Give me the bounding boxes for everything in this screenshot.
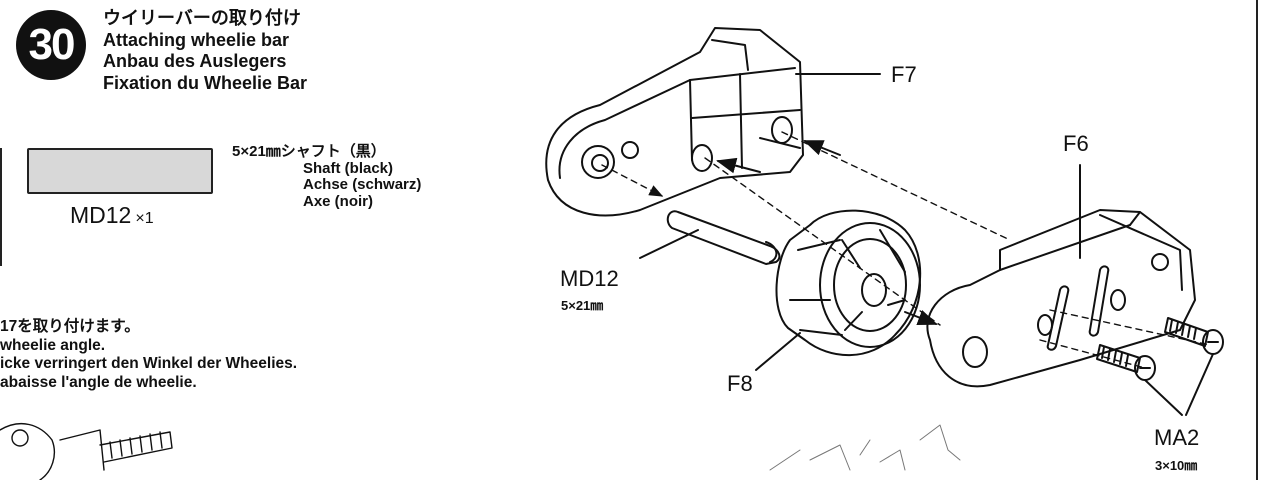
label-f7: F7 xyxy=(891,62,917,87)
f7-bracket-part xyxy=(545,27,804,217)
f8-wheel-part xyxy=(775,209,922,357)
part-name-german: Achse (schwarz) xyxy=(303,176,422,193)
md12-leader-line xyxy=(639,229,699,259)
shaft-part-illustration xyxy=(27,148,213,194)
label-md12-size: 5×21㎜ xyxy=(561,298,604,313)
wheelie-angle-note: 17を取り付けます。 wheelie angle. icke verringer… xyxy=(0,318,297,392)
label-ma2: MA2 xyxy=(1154,425,1200,450)
step-number: 30 xyxy=(28,20,76,69)
md12-shaft-part xyxy=(666,210,781,265)
ma2-screw-upper xyxy=(1164,317,1224,355)
lower-center-sketch-fragment xyxy=(769,424,961,471)
note-japanese: 17を取り付けます。 xyxy=(0,318,140,335)
title-french: Fixation du Wheelie Bar xyxy=(103,72,308,93)
note-german: icke verringert den Winkel der Wheelies. xyxy=(0,355,298,372)
part-name-english: Shaft (black) xyxy=(303,159,394,177)
ma2-screw-lower xyxy=(1096,344,1156,381)
part-description: 5×21㎜シャフト（黒） Shaft (black) Achse (schwar… xyxy=(232,143,422,210)
right-border-line xyxy=(1256,0,1258,480)
f8-leader-line xyxy=(755,332,801,371)
title-japanese: ウイリーバーの取り付け xyxy=(103,8,301,28)
part-name-french: Axe (noir) xyxy=(303,192,374,210)
title-english: Attaching wheelie bar xyxy=(103,29,290,50)
insert-arrow-lower xyxy=(716,157,761,174)
part-quantity: ×1 xyxy=(135,210,154,227)
ma2-leader-lower xyxy=(1144,379,1183,416)
assembly-guide-lines xyxy=(601,131,1211,369)
insert-arrow-upper xyxy=(803,140,841,156)
step-titles: ウイリーバーの取り付け Attaching wheelie bar Anbau … xyxy=(103,8,307,94)
step-number-badge: 30 xyxy=(16,10,86,80)
part-code: MD12×1 xyxy=(70,202,154,229)
label-f8: F8 xyxy=(727,371,753,396)
title-german: Anbau des Auslegers xyxy=(103,51,287,71)
part-spec-japanese: 5×21㎜シャフト（黒） xyxy=(232,143,386,160)
label-md12: MD12 xyxy=(560,266,619,291)
part-code-text: MD12 xyxy=(70,202,132,228)
ma2-leader-upper xyxy=(1185,353,1214,416)
note-english: wheelie angle. xyxy=(0,336,106,354)
label-ma2-size: 3×10㎜ xyxy=(1155,458,1198,473)
note-french: abaisse l'angle de wheelie. xyxy=(0,373,197,391)
f6-bracket-part xyxy=(926,209,1196,388)
label-f6: F6 xyxy=(1063,131,1089,156)
lower-left-illustration-fragment xyxy=(0,423,173,480)
left-border-line xyxy=(0,148,2,266)
